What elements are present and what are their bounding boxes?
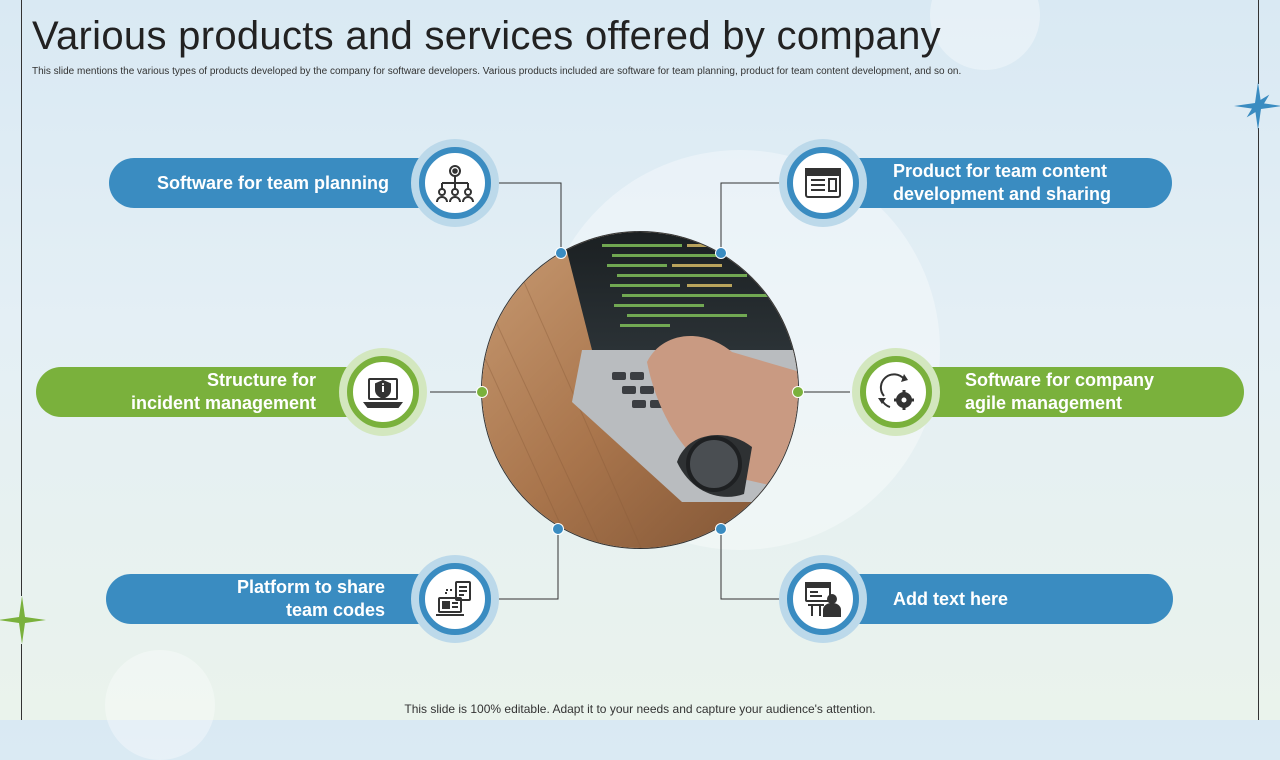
item-agile-management: Software for company agile management (895, 367, 1244, 417)
item-incident-management: Structure for incident management (36, 367, 388, 417)
presenter-board-icon (802, 578, 844, 620)
laptop-shield-icon-badge (339, 348, 427, 436)
connector-line (490, 529, 558, 599)
code-sharing-icon (434, 578, 476, 620)
browser-window-icon-badge (779, 139, 867, 227)
laptop-shield-icon (362, 371, 404, 413)
item-label: Platform to share team codes (237, 576, 385, 622)
connector-line (490, 183, 561, 253)
connector-dot (555, 247, 567, 259)
connector-dot (792, 386, 804, 398)
item-label: Software for company agile management (965, 369, 1154, 415)
item-software-team-planning: Software for team planning (109, 158, 455, 208)
browser-window-icon (803, 163, 843, 203)
connector-line (721, 529, 789, 599)
connector-dot (552, 523, 564, 535)
team-hierarchy-icon-badge (411, 139, 499, 227)
item-label: Software for team planning (157, 172, 389, 195)
footer-note: This slide is 100% editable. Adapt it to… (0, 702, 1280, 716)
agile-cycle-gear-icon-badge (852, 348, 940, 436)
presenter-board-icon-badge (779, 555, 867, 643)
code-sharing-icon-badge (411, 555, 499, 643)
connector-dot (715, 247, 727, 259)
item-label: Product for team content development and… (893, 160, 1111, 206)
agile-cycle-gear-icon (874, 370, 918, 414)
connector-dot (476, 386, 488, 398)
item-team-content-product: Product for team content development and… (825, 158, 1172, 208)
team-hierarchy-icon (433, 161, 477, 205)
item-share-team-codes: Platform to share team codes (106, 574, 455, 624)
item-label: Structure for incident management (131, 369, 316, 415)
connector-line (721, 183, 789, 253)
item-add-text: Add text here (825, 574, 1173, 624)
item-label: Add text here (893, 588, 1008, 611)
laptop-typing-photo (481, 231, 799, 549)
connector-dot (715, 523, 727, 535)
